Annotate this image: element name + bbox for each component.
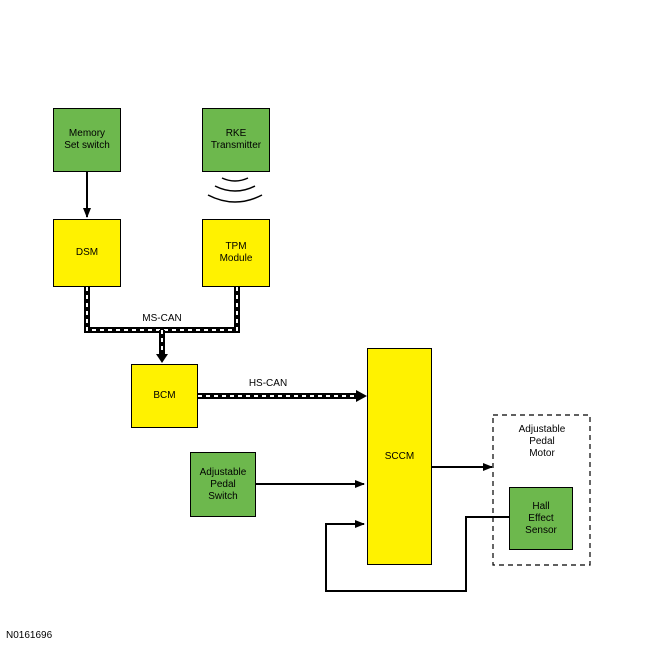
adjustable-pedal-switch-block: Adjustable Pedal Switch [190,452,256,517]
rke-transmitter-block: RKE Transmitter [202,108,270,172]
adjustable-pedal-motor-label: Adjustable Pedal Motor [518,424,566,459]
adjustable-pedal-motor-enclosure [492,414,591,566]
ms-can-label: MS-CAN [142,313,182,324]
ms-can-bus [84,287,240,363]
hs-can-label: HS-CAN [248,378,288,389]
memory-set-switch-block: Memory Set switch [53,108,121,172]
figure-id-label: N0161696 [6,630,53,641]
sccm-block: SCCM [367,348,432,565]
dsm-block: DSM [53,219,121,287]
bcm-block: BCM [131,364,198,428]
hall-sensor-feedback-line [325,516,509,592]
hall-effect-sensor-block: Hall Effect Sensor [509,487,573,550]
hs-can-bus [198,390,367,402]
wireless-signal-icon [207,177,263,203]
tpm-module-block: TPM Module [202,219,270,287]
